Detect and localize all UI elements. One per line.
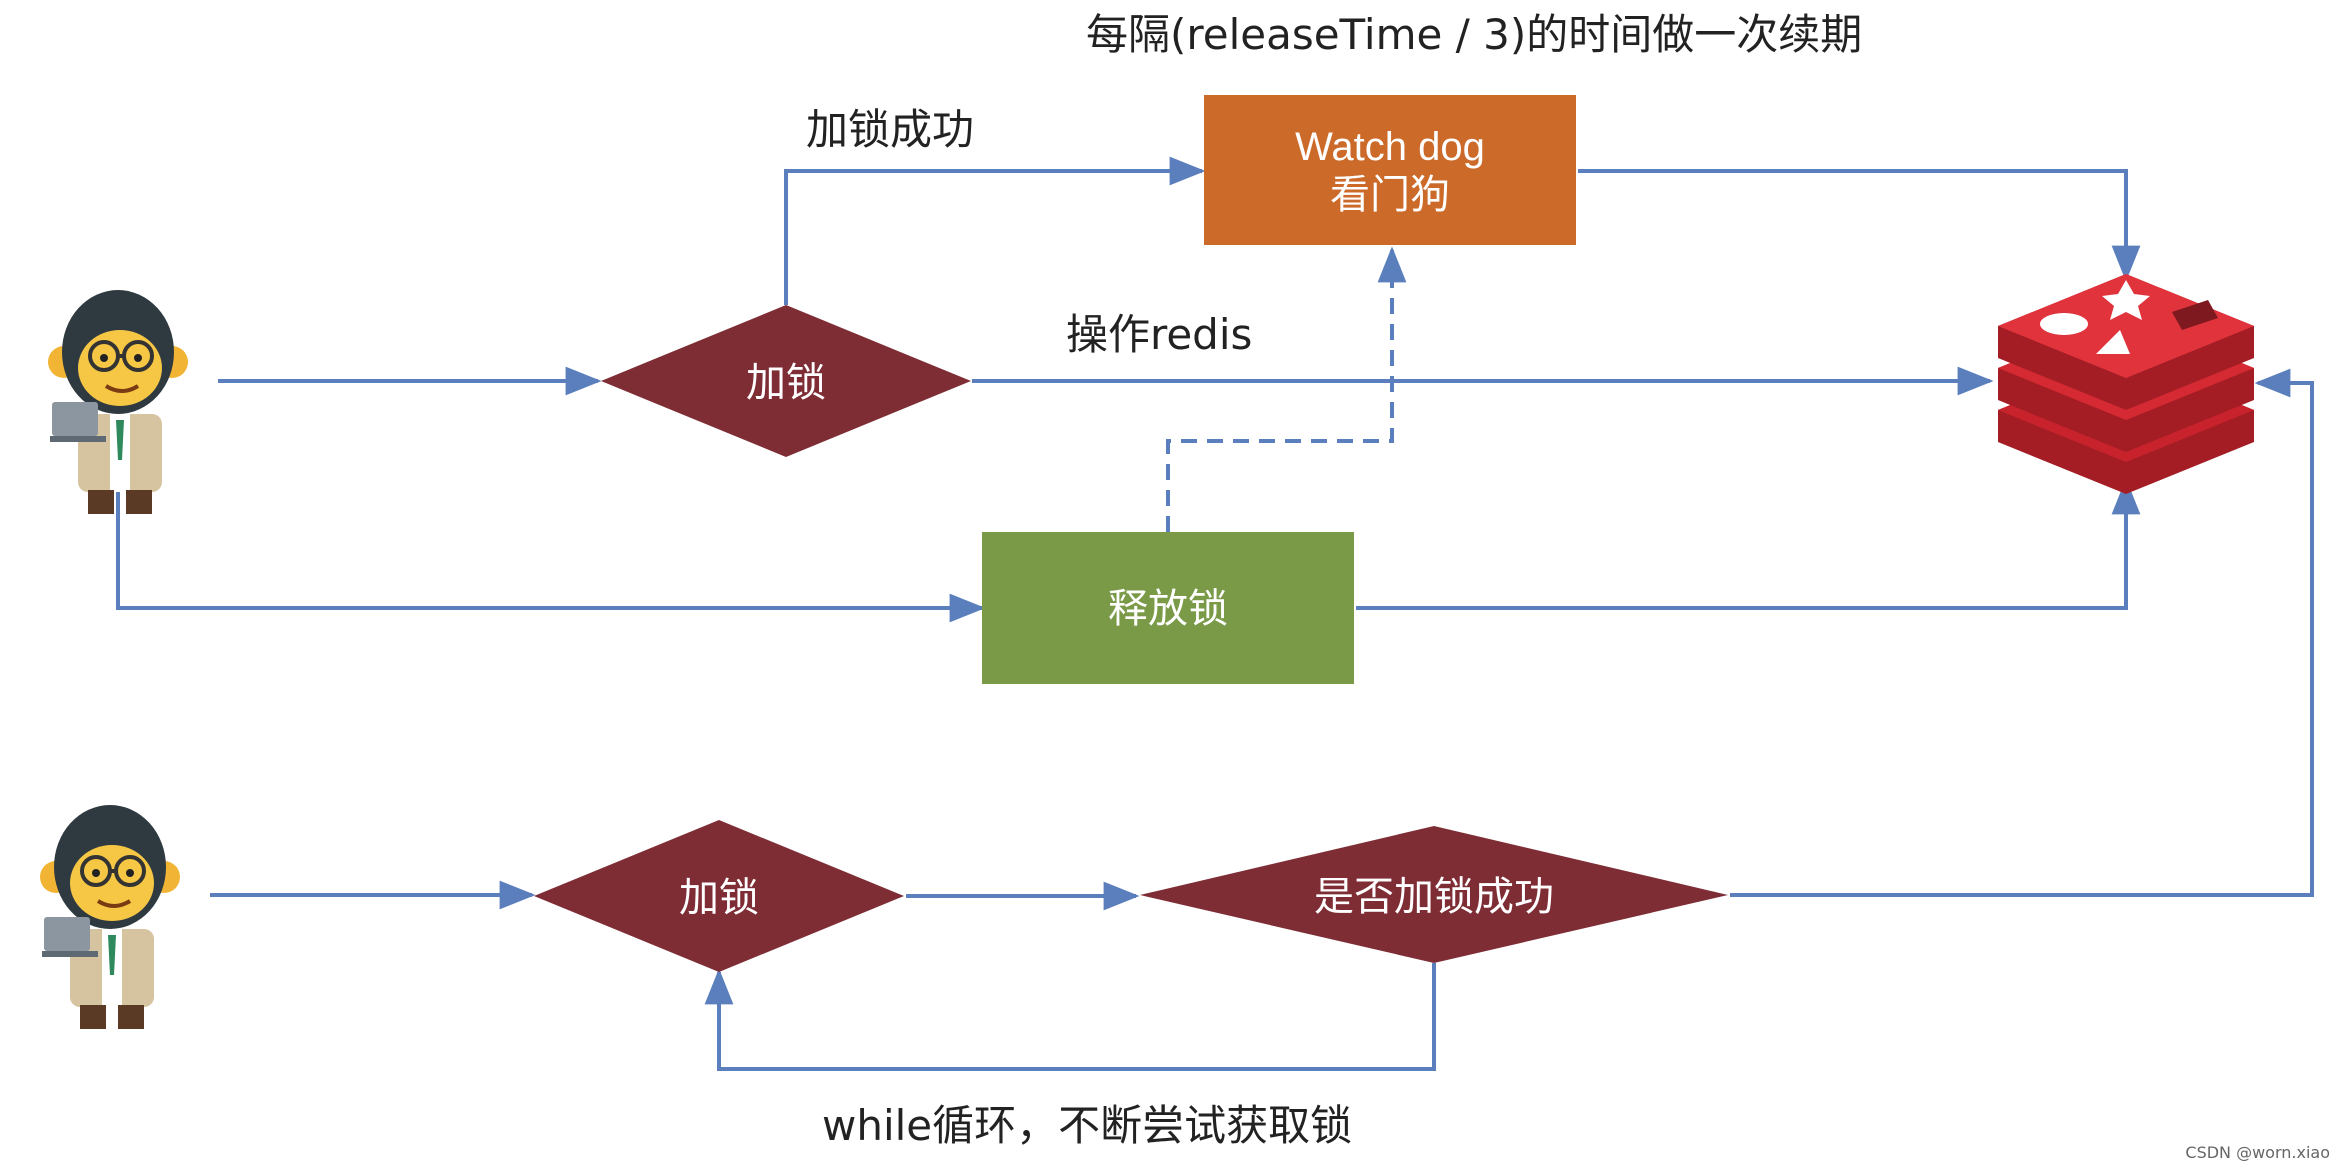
lock-decision-bottom-label: 加锁: [679, 875, 759, 921]
arrow-check-to-redis: [1730, 368, 2314, 897]
watermark: CSDN @worn.xiao: [2185, 1143, 2330, 1162]
lock-success-decision: 是否加锁成功: [1140, 826, 1728, 963]
lock-decision-top-label: 加锁: [746, 360, 826, 406]
release-lock-node: 释放锁: [982, 532, 1354, 684]
lock-success-label: 是否加锁成功: [1314, 874, 1554, 920]
lock-decision-bottom: 加锁: [534, 820, 904, 972]
arrow-watchdog-to-redis: [1578, 169, 2141, 282]
arrow-release-to-redis: [1356, 478, 2141, 610]
lock-decision-top: 加锁: [601, 305, 971, 457]
release-lock-label: 释放锁: [1108, 586, 1228, 632]
monkey-user-icon: [40, 805, 180, 1029]
label-while-loop: while循环，不断尝试获取锁: [822, 1101, 1352, 1150]
arrow-lock-to-watchdog: [784, 156, 1206, 305]
arrow-while-loop: [704, 963, 1436, 1071]
arrow-release-to-watchdog-dashed: [1166, 246, 1407, 532]
watchdog-label-line2: 看门狗: [1330, 172, 1450, 218]
watchdog-label-line1: Watch dog: [1295, 125, 1485, 169]
label-operate-redis: 操作redis: [1066, 310, 1252, 359]
top-caption: 每隔(releaseTime / 3)的时间做一次续期: [1086, 10, 1862, 59]
redis-logo-icon: [1998, 274, 2254, 494]
monkey-user-icon: [48, 290, 188, 514]
watchdog-node: Watch dog 看门狗: [1204, 95, 1576, 245]
label-lock-success: 加锁成功: [806, 105, 974, 154]
arrow-user-to-release: [116, 482, 986, 623]
